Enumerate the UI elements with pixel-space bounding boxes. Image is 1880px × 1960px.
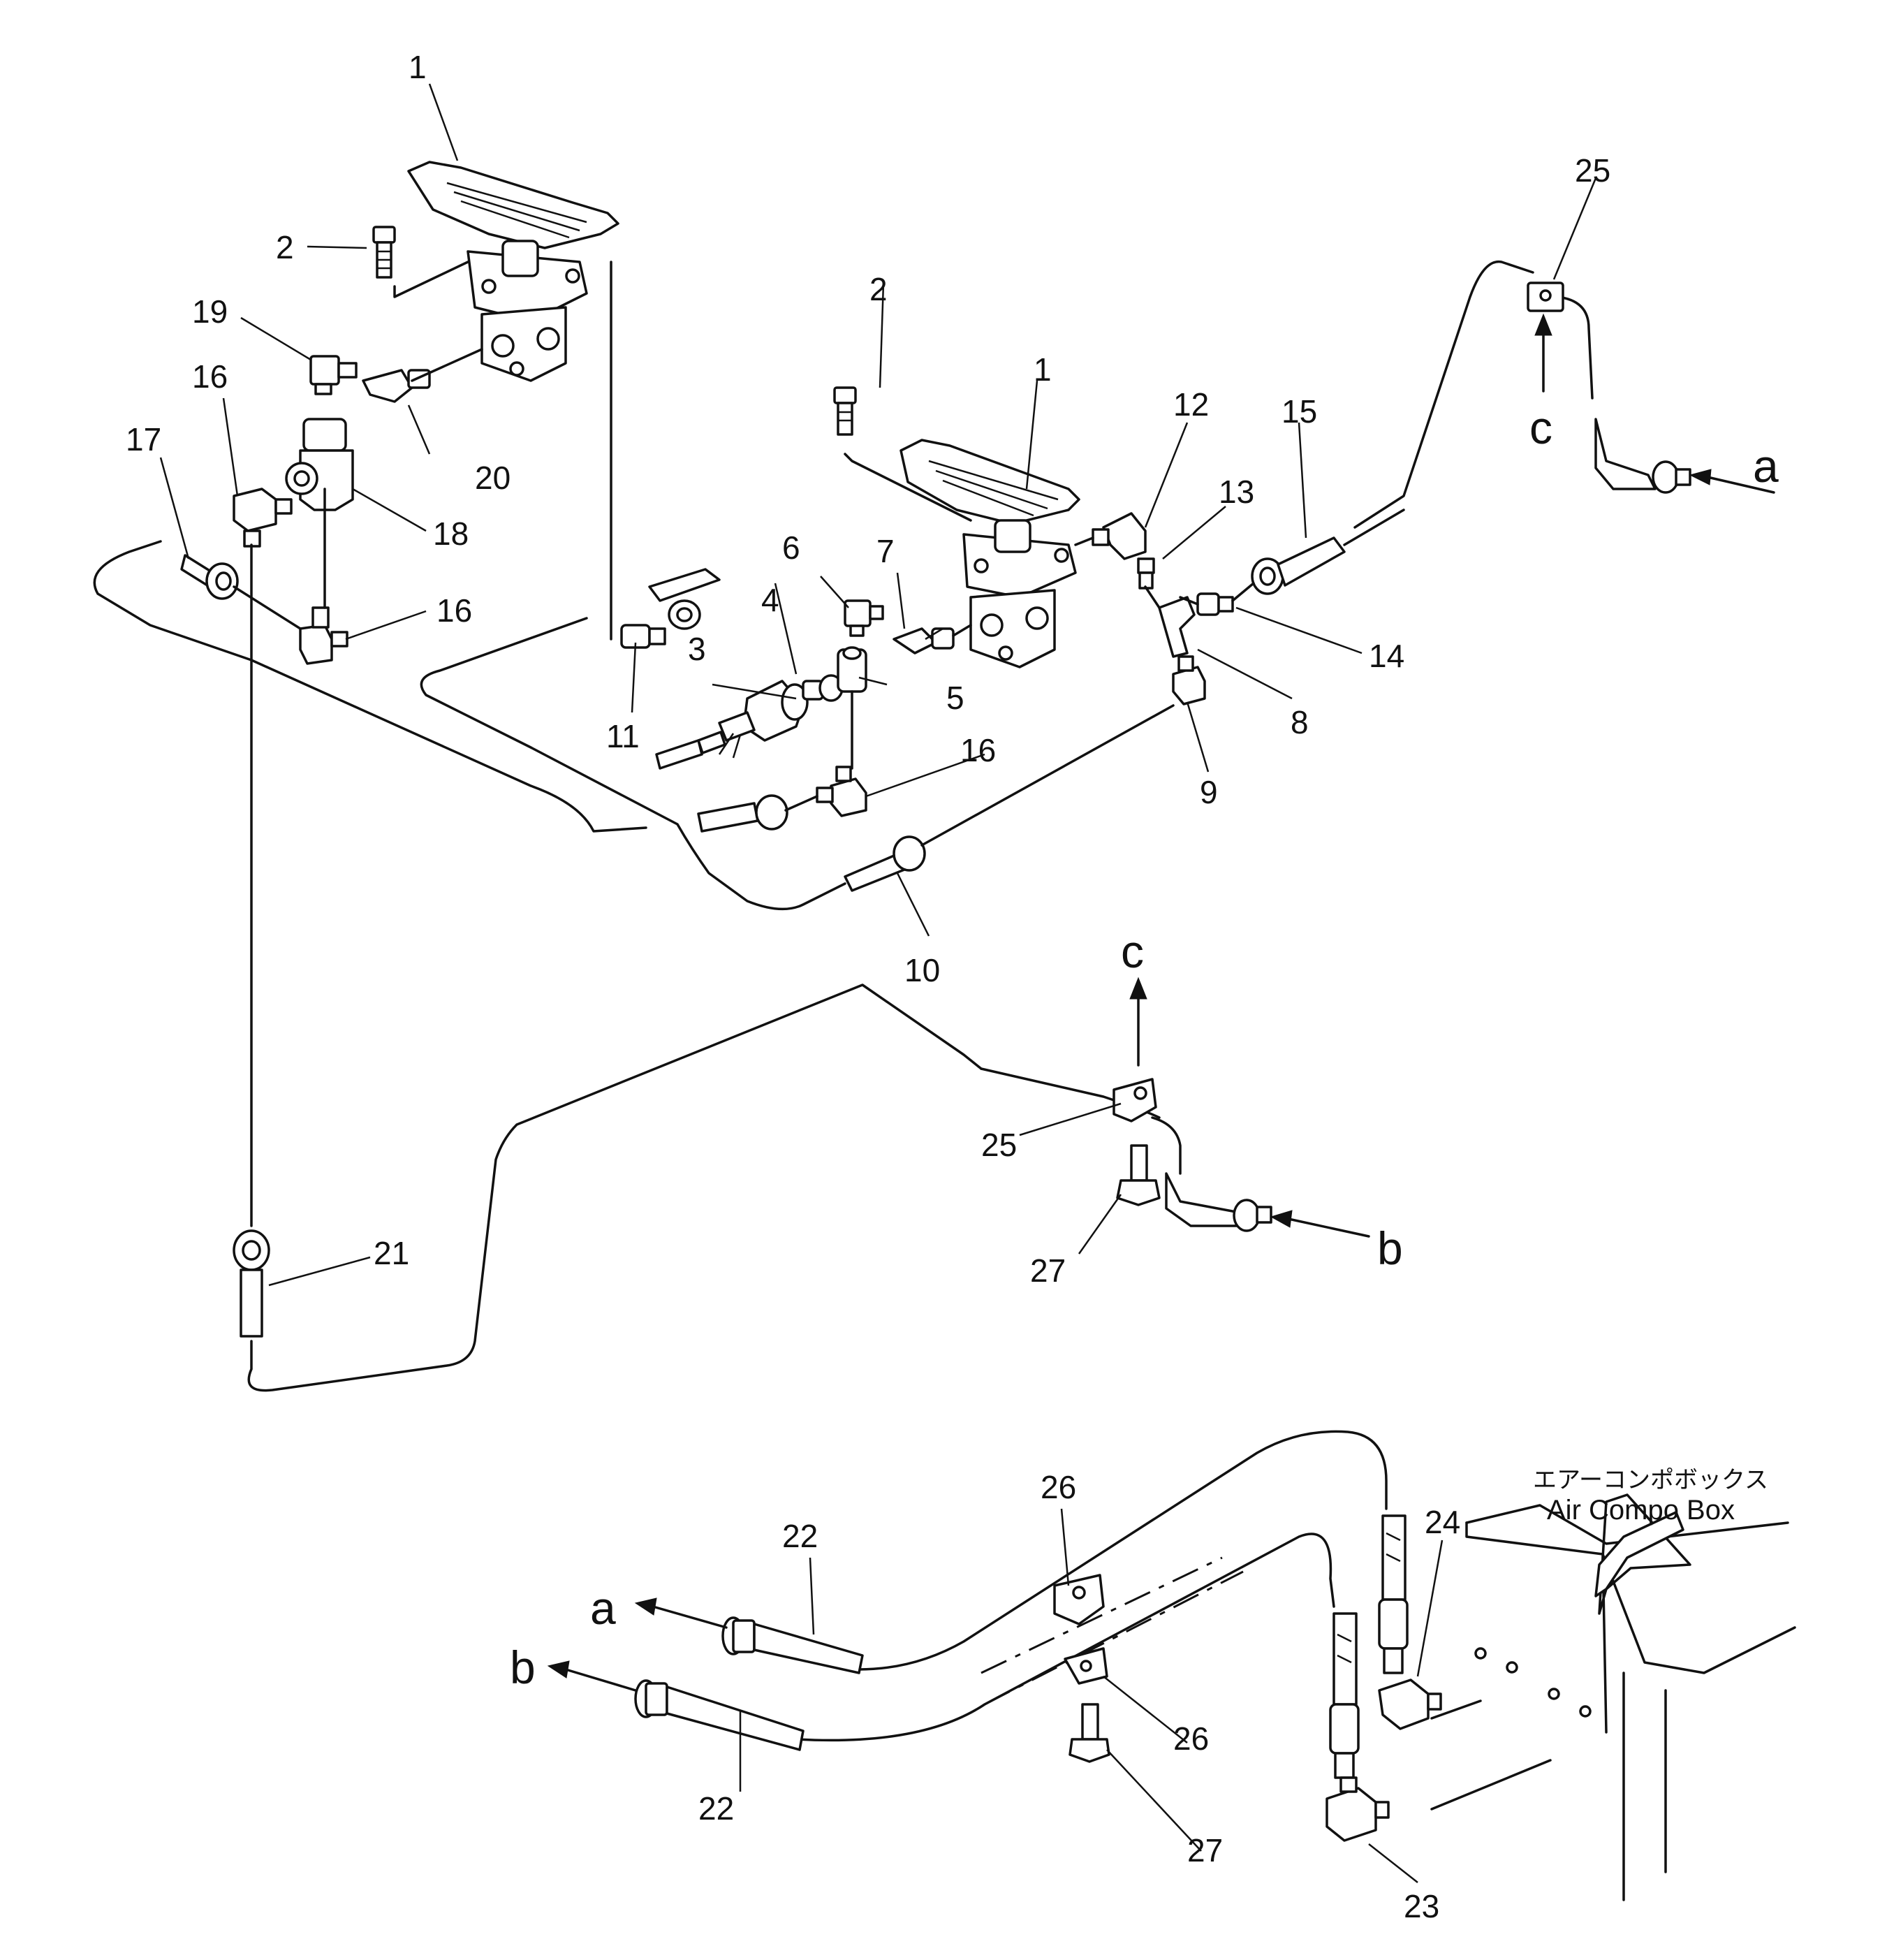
callout-16-lower: 16 (436, 592, 472, 629)
pressure-switch-3 (655, 680, 809, 770)
tee-8 (1158, 596, 1196, 658)
hose-end-21 (233, 1229, 270, 1338)
leader-lines (159, 83, 1597, 1883)
callout-5: 5 (946, 680, 964, 716)
fitting-4 (802, 674, 844, 702)
callout-1-right: 1 (1034, 351, 1052, 388)
connector-c-middle: c (1121, 926, 1144, 977)
clamp-25 (1112, 1078, 1157, 1122)
connector-letters: c a c b a b (510, 402, 1779, 1693)
connector-b-middle: b (1377, 1222, 1403, 1274)
callout-17: 17 (126, 421, 161, 458)
piping-lines-top (93, 261, 1405, 1227)
elbow-16-lower (299, 606, 348, 665)
hose-right-lower (1329, 1612, 1360, 1779)
callout-14: 14 (1369, 638, 1404, 674)
elbow-9 (1172, 655, 1206, 705)
bolt-27-middle (1116, 1144, 1161, 1206)
hose-end-17 (180, 554, 239, 600)
elbow-24 (1378, 1679, 1442, 1730)
callout-12: 12 (1173, 386, 1209, 423)
hose-end-upper (648, 568, 721, 630)
callout-15: 15 (1282, 393, 1317, 430)
callout-19: 19 (192, 293, 228, 330)
pedal-valve-right (899, 439, 1080, 668)
elbow-16-upper (233, 488, 293, 548)
hose-end-center (697, 794, 788, 833)
callout-25-top: 25 (1575, 152, 1610, 189)
hose-end-10 (844, 835, 926, 892)
bolt-27-bottom (1068, 1703, 1110, 1763)
connector-14 (1196, 592, 1234, 616)
connector-b-bottom: b (510, 1641, 536, 1693)
piping-lines-bottom (795, 1430, 1552, 1811)
hose-22-a (721, 1616, 864, 1674)
callout-18: 18 (433, 515, 469, 552)
callout-21: 21 (374, 1235, 409, 1271)
connector-c-top: c (1529, 402, 1552, 453)
hose-right-upper (1378, 1514, 1409, 1674)
callout-8: 8 (1291, 704, 1309, 740)
callout-26-upper: 26 (1041, 1469, 1076, 1505)
callout-27-middle: 27 (1030, 1252, 1066, 1289)
bolt-right (833, 386, 857, 436)
elbow-23 (1325, 1776, 1390, 1842)
hose-end-b-middle (1165, 1172, 1272, 1232)
nipple-13 (1137, 557, 1155, 590)
callout-23: 23 (1404, 1888, 1439, 1924)
callout-13: 13 (1219, 474, 1254, 510)
flow-arrows (547, 313, 1775, 1692)
callout-16-center: 16 (960, 732, 996, 768)
tee-5 (837, 646, 867, 693)
callout-7: 7 (876, 533, 895, 569)
connector-a-bottom: a (590, 1582, 616, 1634)
callout-6: 6 (782, 529, 800, 566)
callout-26-lower: 26 (1173, 1720, 1209, 1757)
callout-labels: 1 2 19 16 17 20 18 16 2 1 12 13 15 14 8 … (126, 49, 1610, 1924)
connector-a-right: a (1753, 440, 1779, 492)
elbow-12 (1092, 512, 1147, 560)
hose-elbow-20 (362, 369, 431, 403)
hose-22-b (634, 1679, 805, 1751)
callout-20: 20 (475, 460, 511, 496)
callout-2-left: 2 (276, 229, 294, 265)
callout-1-top-left: 1 (409, 49, 427, 85)
clamp-26-lower (1064, 1647, 1108, 1685)
callout-22-lower: 22 (698, 1790, 734, 1827)
hose-top-right (1353, 260, 1691, 529)
air-compo-box-caption: エアーコンポボックス Air Compo Box (1533, 1467, 1768, 1526)
callout-25-middle: 25 (981, 1127, 1017, 1163)
connector-11 (620, 624, 666, 649)
callout-24: 24 (1425, 1504, 1460, 1540)
elbow-6 (844, 599, 884, 637)
callout-22-upper: 22 (782, 1518, 818, 1554)
callout-11: 11 (606, 718, 640, 754)
caption-japanese: エアーコンポボックス (1533, 1467, 1768, 1493)
pedal-valve-left (407, 161, 619, 382)
callout-3: 3 (688, 631, 706, 667)
clamp-26-upper (1053, 1574, 1105, 1625)
callout-27-bottom: 27 (1187, 1832, 1223, 1868)
fitting-elbow-19 (309, 355, 358, 395)
hose-elbow-7 (893, 627, 955, 654)
piping-lines-middle (247, 983, 1182, 1392)
cock-valve-18 (285, 418, 354, 511)
callout-2-right: 2 (869, 271, 888, 307)
bolt-left (372, 226, 396, 279)
callout-10: 10 (904, 952, 940, 988)
callout-9: 9 (1200, 774, 1218, 810)
callout-16-upper: 16 (192, 358, 228, 395)
elbow-16-center (816, 766, 867, 817)
hose-end-15 (1251, 536, 1346, 595)
caption-english: Air Compo Box (1547, 1495, 1735, 1526)
air-compo-box (1465, 1493, 1796, 1901)
callout-4: 4 (761, 582, 779, 618)
